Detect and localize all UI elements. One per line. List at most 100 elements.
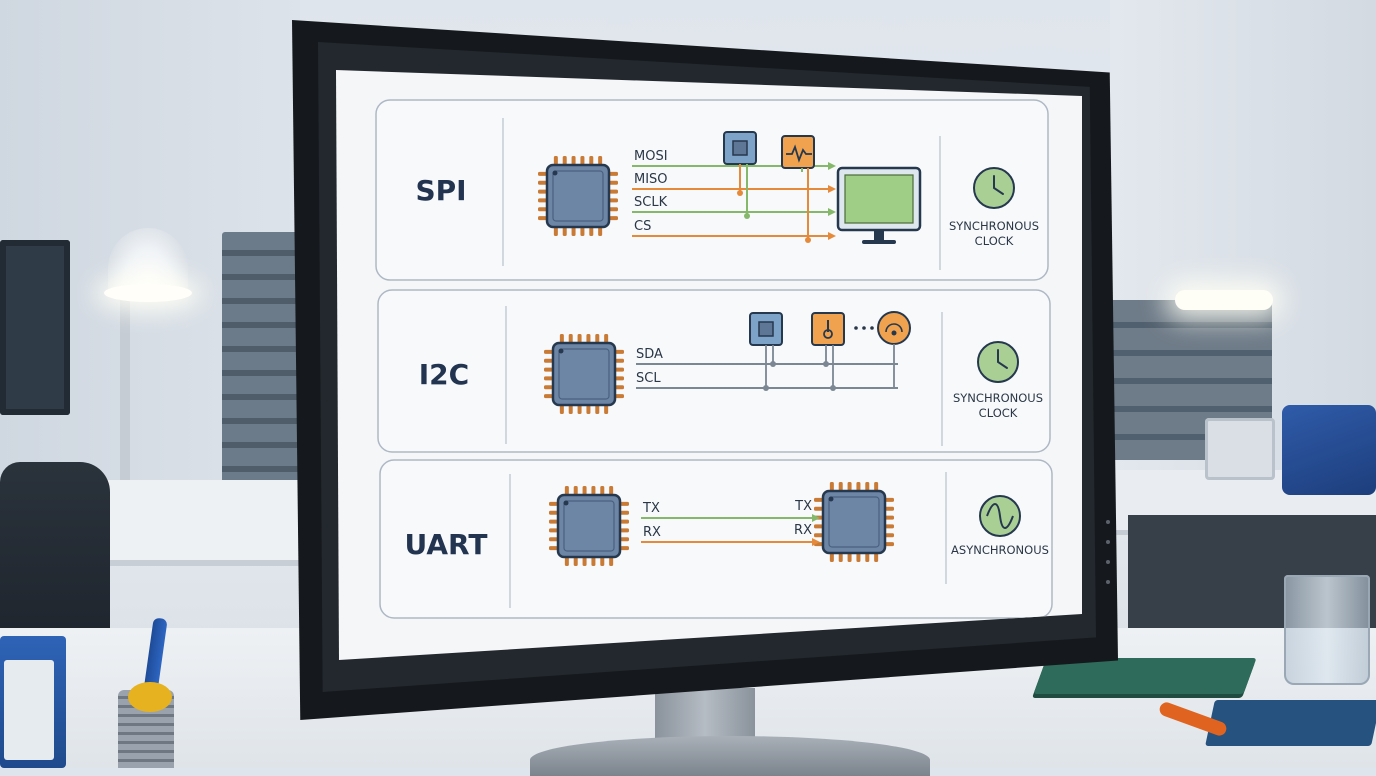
bus-junction [744, 213, 750, 219]
chip-pin [549, 528, 558, 533]
chip-body [551, 341, 617, 407]
clock-hands [997, 349, 1008, 369]
signal-line-uart-rx-arrowhead [812, 538, 820, 546]
clock-icon [973, 167, 1015, 209]
ellipsis-dot [870, 326, 874, 330]
chip-pin [595, 405, 600, 414]
chip-pin [604, 405, 609, 414]
protocol-title-spi: SPI [415, 174, 466, 207]
chip-pin [549, 510, 558, 515]
chip-pin [589, 227, 594, 236]
chip-pin [591, 557, 596, 566]
chip-pin [598, 227, 603, 236]
chip-pin [885, 515, 894, 520]
ceiling-light [1175, 290, 1273, 310]
desk-lamp-arm [120, 298, 130, 508]
signal-label-uart-right-tx: TX [794, 499, 812, 514]
chip-pin [553, 156, 558, 165]
workbench-left [95, 480, 300, 560]
monitor-stand-base [530, 736, 930, 776]
sensor-body [781, 135, 815, 169]
chip-pin [620, 546, 629, 551]
chip-pin [609, 180, 618, 185]
chip-pin [564, 557, 569, 566]
chip-pin1-marker [828, 496, 834, 502]
chip-pin [538, 207, 547, 212]
parts-drawer-rack-left [222, 232, 298, 492]
chip-pin [538, 189, 547, 194]
chip-die [552, 170, 604, 222]
chip-pin [865, 482, 870, 491]
chip-pin [814, 506, 823, 511]
peripheral-die [732, 140, 748, 156]
timing-label-spi-line1: SYNCHRONOUS [949, 219, 1039, 233]
chip-body [545, 163, 611, 229]
ellipsis-dot [854, 326, 858, 330]
signal-label-spi-sclk: SCLK [634, 195, 668, 210]
chip-pin [885, 542, 894, 547]
chip-pin [609, 189, 618, 194]
chip-pin [564, 486, 569, 495]
display-icon [836, 166, 922, 244]
chip-pin [595, 334, 600, 343]
chip-pin [620, 501, 629, 506]
chip-pin [847, 482, 852, 491]
chip-pin [577, 334, 582, 343]
chip-pin [562, 156, 567, 165]
chip-pin [604, 334, 609, 343]
chip-pin [580, 227, 585, 236]
chip-pin [549, 501, 558, 506]
chip-pin [885, 524, 894, 529]
chip-die [558, 348, 610, 400]
signal-label-spi-miso: MISO [634, 172, 668, 187]
chip-pin [829, 553, 834, 562]
chip-pin [865, 553, 870, 562]
chip-pin [586, 334, 591, 343]
signal-line-spi-mosi-arrowhead [828, 162, 836, 170]
chip-pin [544, 367, 553, 372]
bus-junction [763, 385, 769, 391]
microcontroller-chip-right [814, 482, 894, 562]
chip-pin [538, 216, 547, 221]
clock-hands [993, 175, 1004, 195]
monitor-button [1106, 580, 1110, 584]
chip-die [563, 500, 615, 552]
chip-pin [885, 497, 894, 502]
chip-pin [874, 553, 879, 562]
bus-junction [805, 237, 811, 243]
chip-pin [609, 216, 618, 221]
chip-pin [885, 506, 894, 511]
chip-pin [573, 486, 578, 495]
microcontroller-chip [538, 156, 618, 236]
chip-pin [571, 227, 576, 236]
protocol-title-i2c: I2C [419, 358, 469, 391]
chip-pin [549, 519, 558, 524]
timing-label-i2c-line2: CLOCK [979, 406, 1018, 420]
sine-wave-icon [979, 495, 1021, 537]
chip-pin [874, 482, 879, 491]
chip-pin [609, 171, 618, 176]
chip-pin [577, 405, 582, 414]
chip-pin [591, 486, 596, 495]
display-screen [844, 174, 914, 224]
tool-cup [1284, 575, 1370, 685]
chip-pin [856, 482, 861, 491]
signal-label-uart-right-rx: RX [794, 523, 812, 538]
chip-pin [856, 553, 861, 562]
chip-pin [615, 385, 624, 390]
chip-pin [838, 553, 843, 562]
chip-pin [553, 227, 558, 236]
signal-line-spi-miso-arrowhead [828, 185, 836, 193]
timing-label-i2c-line1: SYNCHRONOUS [953, 391, 1043, 405]
display-stand [874, 230, 884, 240]
sensor-icon [781, 135, 815, 169]
chip-pin [580, 156, 585, 165]
power-supply-panel [4, 660, 54, 760]
chip-pin [549, 546, 558, 551]
chip-pin [573, 557, 578, 566]
panel-i2c [377, 289, 1051, 453]
sensor-waveform [786, 144, 812, 163]
monitor-button [1106, 520, 1110, 524]
chip-pin [568, 334, 573, 343]
